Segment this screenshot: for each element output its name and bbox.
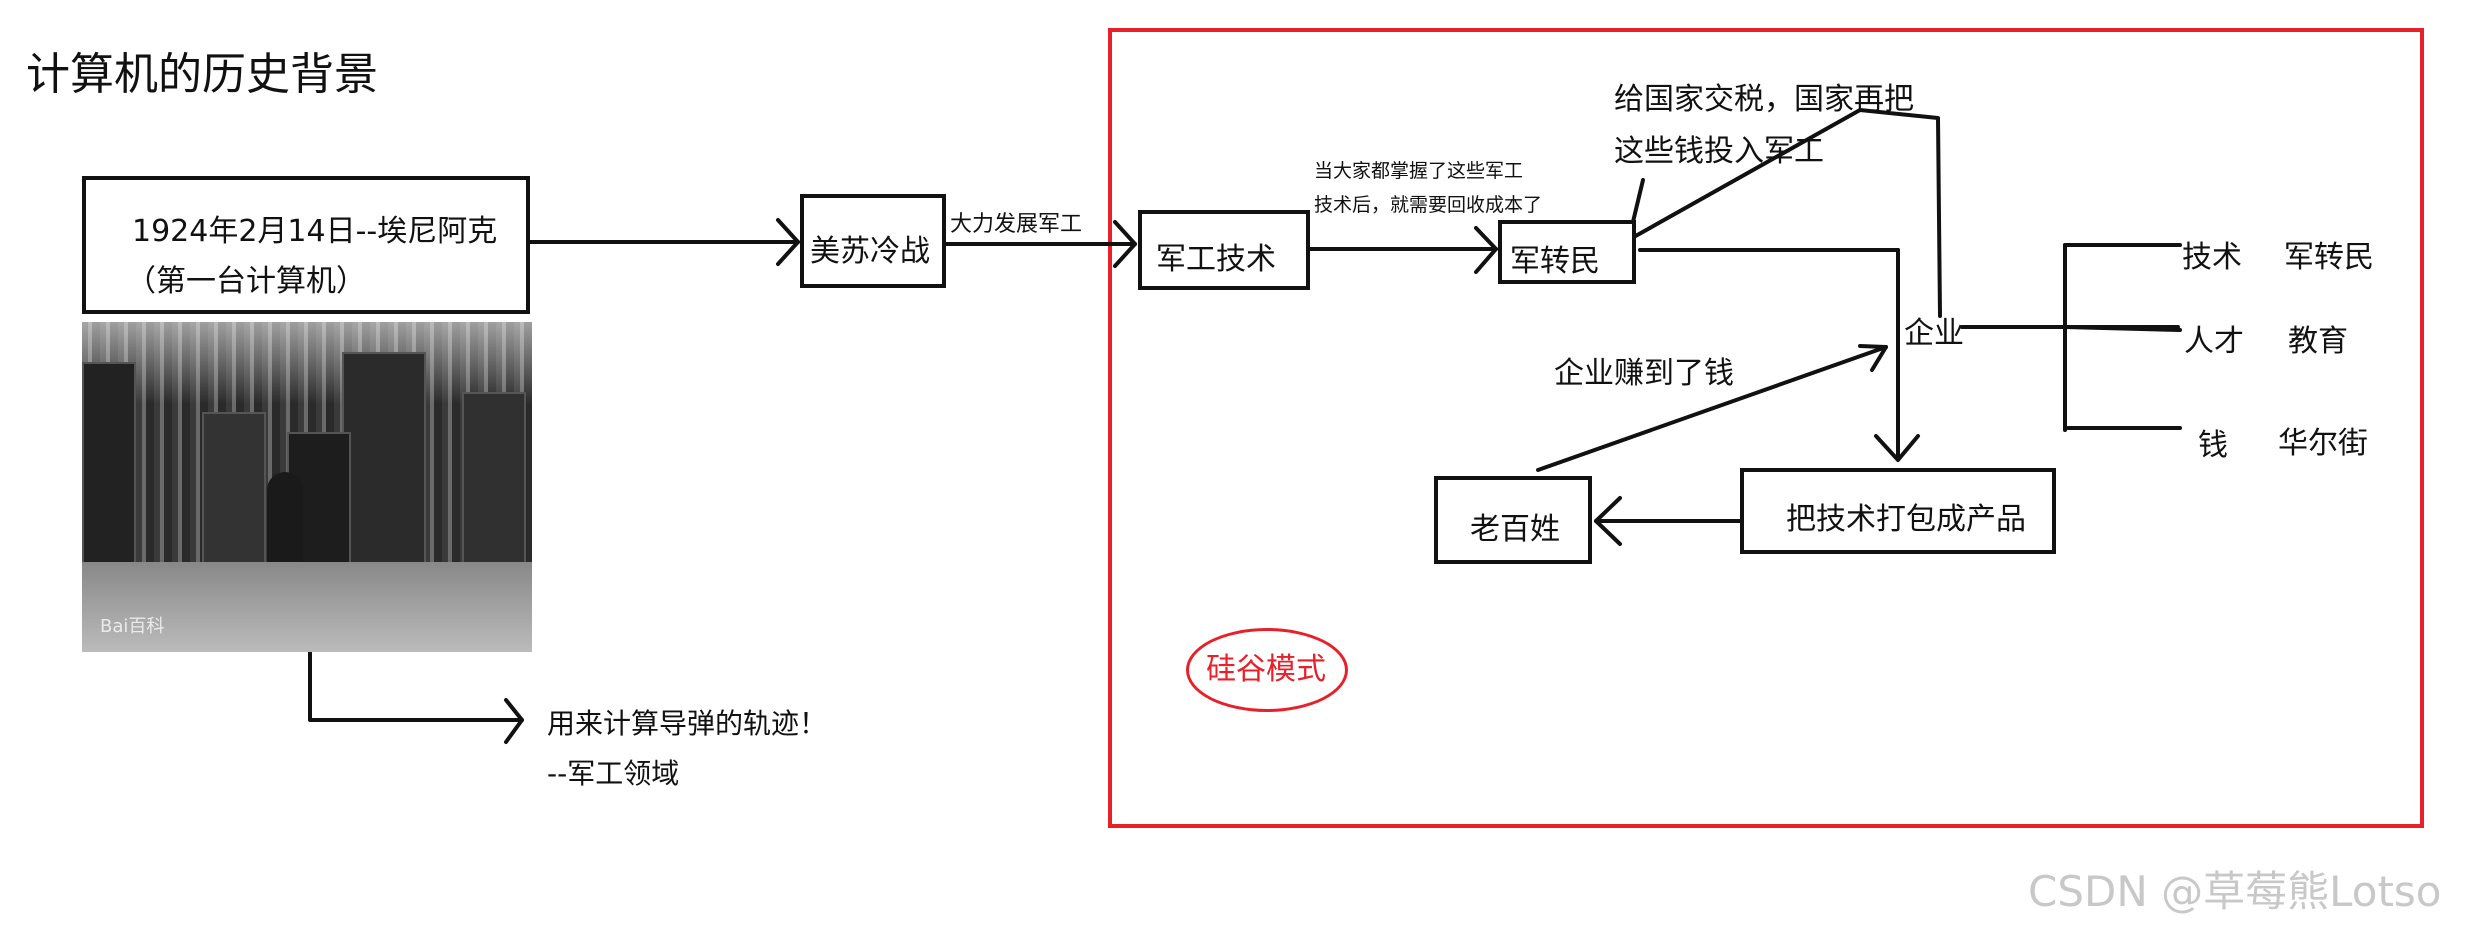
branch-talent-label: 人才 <box>2184 324 2244 359</box>
silicon-valley-label: 硅谷模式 <box>1206 652 1326 687</box>
tax-label-1: 给国家交税，国家再把 <box>1614 82 1914 117</box>
branch-civil-label: 军转民 <box>2284 240 2374 275</box>
enterprise-label: 企业 <box>1904 316 1964 351</box>
branch-tech-label: 技术 <box>2182 240 2242 275</box>
photo-watermark: Bai百科 <box>100 616 165 637</box>
cold-war-box: 美苏冷战 <box>800 194 946 288</box>
page-title: 计算机的历史背景 <box>26 49 378 100</box>
package-product-box: 把技术打包成产品 <box>1740 468 2056 554</box>
tax-label-2: 这些钱投入军工 <box>1614 134 1824 169</box>
missile-purpose-text: 用来计算导弹的轨迹！ <box>547 707 828 740</box>
silicon-valley-frame <box>1108 28 2424 828</box>
after-mastery-label-1: 当大家都掌握了这些军工 <box>1314 160 1524 182</box>
eniac-photo: Bai百科 <box>82 322 532 652</box>
eniac-box: 1924年2月14日--埃尼阿克 （第一台计算机） <box>82 176 530 314</box>
eniac-date-text: 1924年2月14日--埃尼阿克 <box>132 214 498 249</box>
profit-label: 企业赚到了钱 <box>1554 356 1734 391</box>
silicon-valley-ellipse <box>1186 628 1348 712</box>
military-tech-box: 军工技术 <box>1138 210 1310 290</box>
branch-education-label: 教育 <box>2288 324 2348 359</box>
military-to-civil-box: 军转民 <box>1498 220 1636 284</box>
branch-money-label: 钱 <box>2198 428 2228 463</box>
eniac-subtitle-text: （第一台计算机） <box>126 264 366 299</box>
after-mastery-label-2: 技术后，就需要回收成本了 <box>1314 194 1543 216</box>
develop-military-label: 大力发展军工 <box>950 212 1083 237</box>
military-field-text: --军工领域 <box>547 757 680 790</box>
common-people-box: 老百姓 <box>1434 476 1592 564</box>
branch-wallstreet-label: 华尔街 <box>2278 426 2368 461</box>
csdn-watermark: CSDN @草莓熊Lotso <box>2028 867 2442 916</box>
